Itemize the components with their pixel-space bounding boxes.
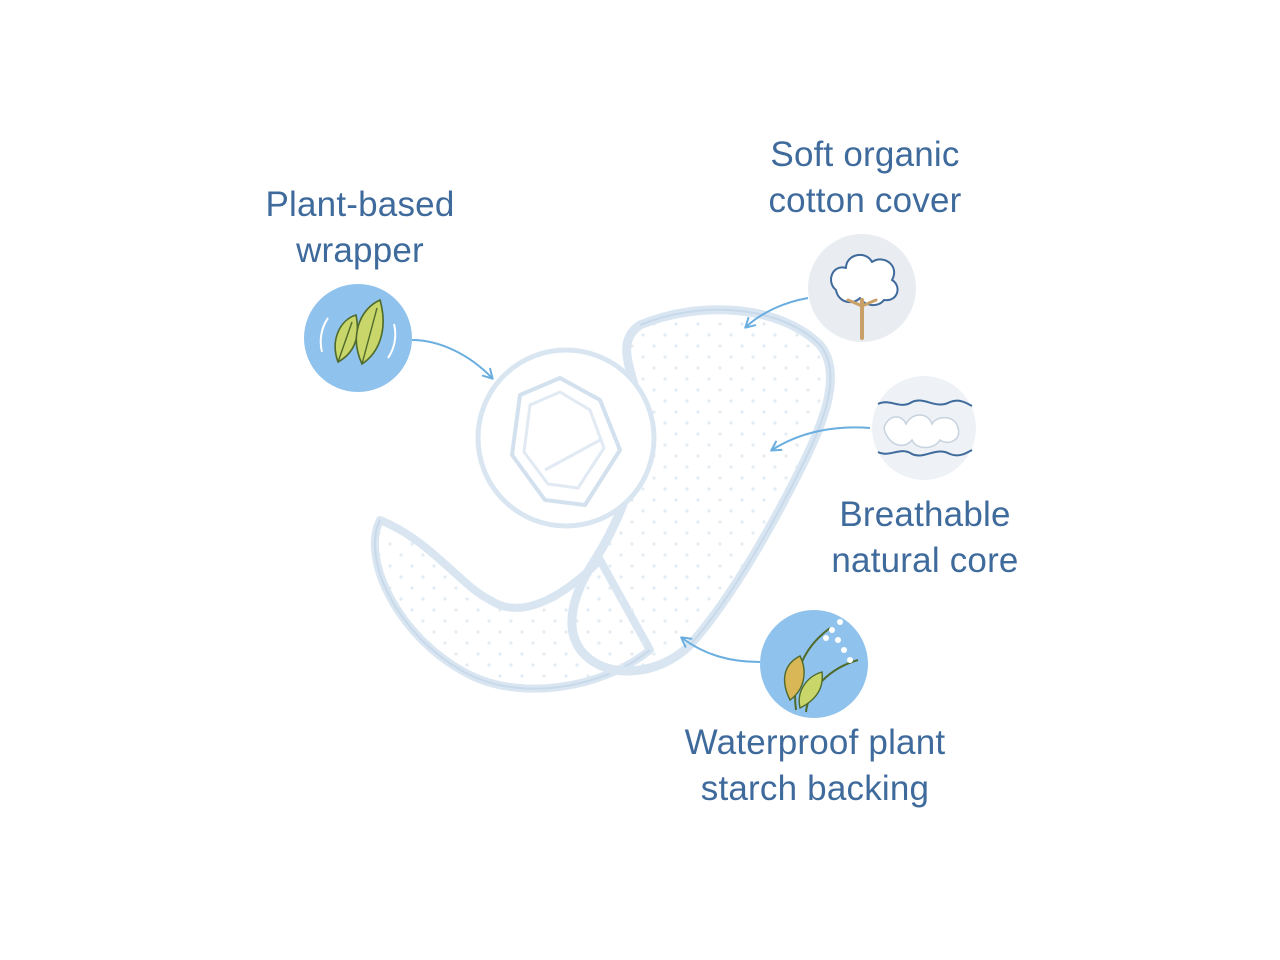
label-backing-line2: starch backing	[700, 769, 930, 808]
label-wrapper-line2: wrapper	[296, 231, 424, 270]
label-core-line1: Breathable	[839, 495, 1011, 534]
label-organic-cotton-cover: Soft organic cotton cover	[700, 132, 1030, 224]
leaf-recycle-icon	[304, 284, 412, 392]
label-backing-line1: Waterproof plant	[684, 723, 946, 762]
arrow-cover	[744, 297, 809, 329]
arrow-backing	[680, 636, 761, 663]
wheat-stalk-icon	[760, 610, 868, 718]
label-plant-based-wrapper: Plant-based wrapper	[220, 182, 500, 274]
arrow-wrapper	[411, 339, 494, 380]
label-cover-line1: Soft organic	[770, 135, 960, 174]
fluffy-core-icon	[872, 376, 976, 480]
label-waterproof-backing: Waterproof plant starch backing	[640, 720, 990, 812]
cotton-boll-icon	[808, 234, 916, 342]
label-wrapper-line1: Plant-based	[265, 185, 455, 224]
wrapper-magnifier	[475, 347, 657, 529]
label-core-line2: natural core	[831, 541, 1019, 580]
label-cover-line2: cotton cover	[768, 181, 962, 220]
label-breathable-core: Breathable natural core	[780, 492, 1070, 584]
arrow-core	[770, 426, 871, 452]
